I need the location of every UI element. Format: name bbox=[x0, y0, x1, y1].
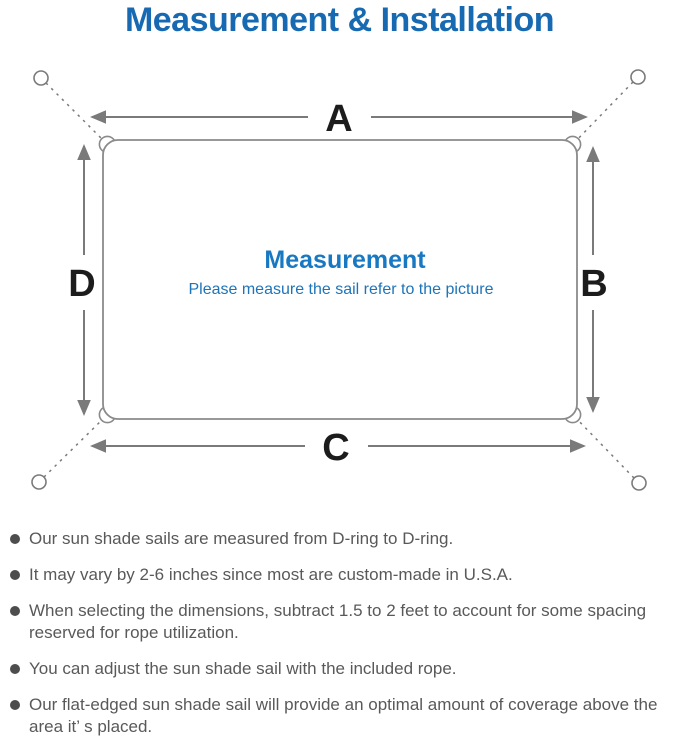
note-text: You can adjust the sun shade sail with t… bbox=[29, 659, 457, 678]
note-text: Our flat-edged sun shade sail will provi… bbox=[29, 695, 658, 736]
anchor-point-icon bbox=[631, 475, 647, 491]
list-item: Our sun shade sails are measured from D-… bbox=[8, 528, 670, 550]
dimension-label-c: C bbox=[322, 427, 349, 469]
anchor-point-icon bbox=[31, 474, 47, 490]
dimension-label-a: A bbox=[325, 98, 352, 140]
list-item: Our flat-edged sun shade sail will provi… bbox=[8, 694, 670, 738]
dimension-label-d: D bbox=[68, 263, 95, 305]
bullet-dot-icon bbox=[10, 664, 20, 674]
page-title: Measurement & Installation bbox=[124, 1, 555, 39]
bullet-dot-icon bbox=[10, 534, 20, 544]
anchor-point-icon bbox=[630, 69, 646, 85]
list-item: You can adjust the sun shade sail with t… bbox=[8, 658, 670, 680]
note-text: When selecting the dimensions, subtract … bbox=[29, 601, 647, 642]
diagram-center-heading: Measurement bbox=[264, 246, 426, 274]
bullet-dot-icon bbox=[10, 700, 20, 710]
sail-rectangle bbox=[102, 139, 578, 420]
diagram-center-subheading: Please measure the sail refer to the pic… bbox=[188, 281, 493, 298]
list-item: It may vary by 2-6 inches since most are… bbox=[8, 564, 670, 586]
notes-list: Our sun shade sails are measured from D-… bbox=[8, 528, 670, 752]
bullet-dot-icon bbox=[10, 606, 20, 616]
bullet-dot-icon bbox=[10, 570, 20, 580]
rope-line-top-right bbox=[572, 81, 634, 145]
measurement-diagram: A C D B Measurement Please measure the s… bbox=[31, 69, 647, 491]
note-text: Our sun shade sails are measured from D-… bbox=[29, 529, 454, 548]
dimension-label-b: B bbox=[580, 263, 607, 305]
note-text: It may vary by 2-6 inches since most are… bbox=[29, 565, 513, 584]
anchor-point-icon bbox=[33, 70, 49, 86]
rope-line-top-left bbox=[45, 82, 108, 145]
list-item: When selecting the dimensions, subtract … bbox=[8, 600, 670, 644]
